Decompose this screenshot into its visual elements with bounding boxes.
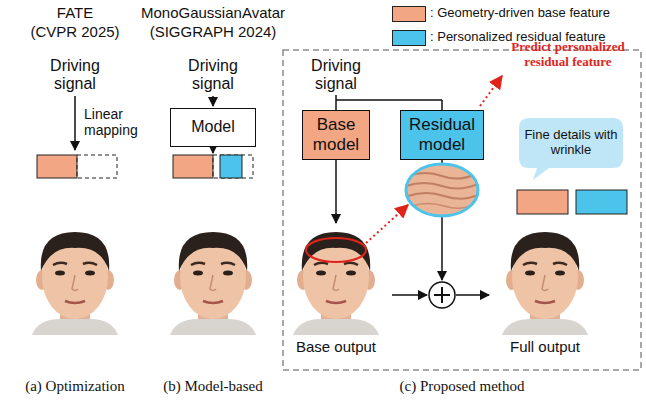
callout-text: Predict personalized residual feature — [497, 40, 639, 70]
subfigure-caption: (b) Model-based — [143, 378, 283, 395]
bubble-outline — [519, 118, 623, 180]
legend-text: : Geometry-driven base feature — [430, 6, 610, 21]
process-box: Base model — [302, 110, 370, 160]
speech-bubble: Fine details with wrinkle — [519, 118, 623, 168]
method-name: FATE — [10, 4, 140, 21]
input-label: Driving signal — [177, 57, 249, 94]
model-box: Model — [170, 108, 256, 147]
legend-swatch — [392, 30, 426, 46]
node-text: Fine details with wrinkle — [523, 128, 619, 158]
input-label: Driving signal — [39, 57, 111, 94]
subfigure-caption: (a) Optimization — [5, 378, 145, 395]
node-text: Model — [191, 118, 235, 136]
input-label: Driving signal — [300, 57, 372, 94]
legend-swatch — [392, 6, 426, 22]
node-text: Residual model — [405, 115, 479, 154]
process-box: Residual model — [400, 110, 484, 160]
output-label: Base output — [281, 338, 391, 355]
node-text: Base model — [307, 115, 365, 154]
venue: (CVPR 2025) — [10, 23, 140, 40]
method-name: MonoGaussianAvatar — [138, 4, 288, 21]
legend-text: : Personalized residual feature — [430, 30, 606, 45]
edge-note: Linear mapping — [84, 106, 156, 138]
subfigure-caption: (c) Proposed method — [362, 378, 562, 395]
output-label: Full output — [490, 338, 600, 355]
venue: (SIGGRAPH 2024) — [143, 23, 283, 40]
